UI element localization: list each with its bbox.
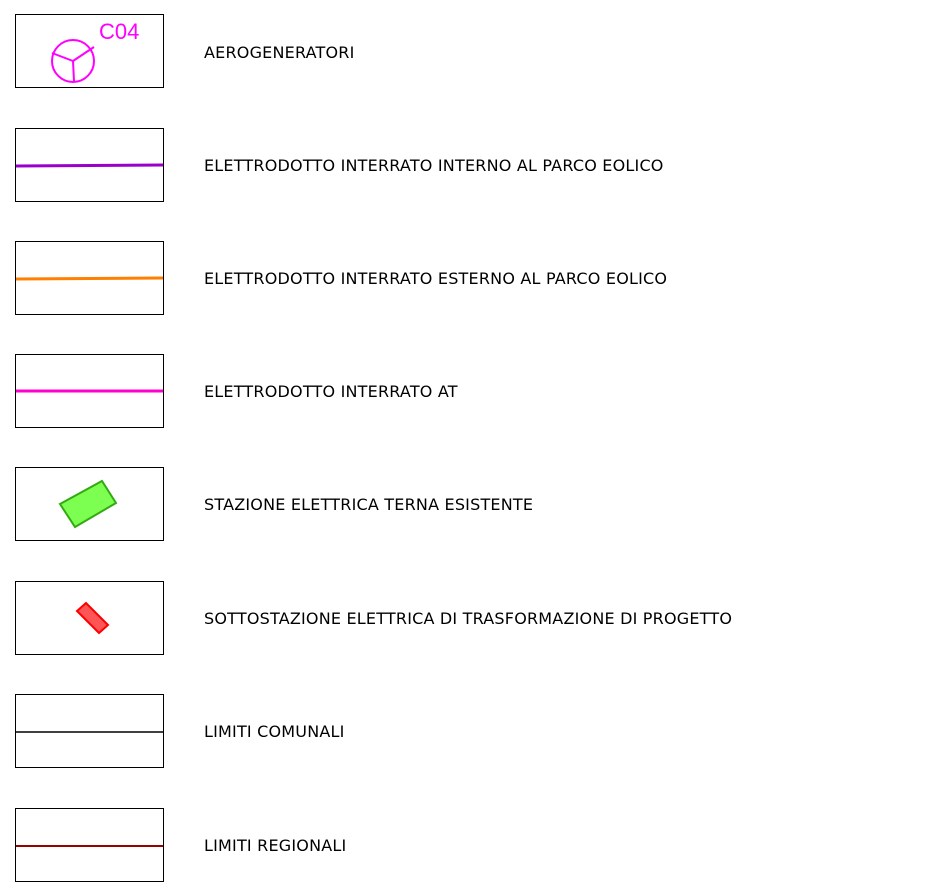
- legend-row-sottostazione: SOTTOSTAZIONE ELETTRICA DI TRASFORMAZION…: [0, 581, 935, 661]
- line-swatch-elettrodotto-interno: [16, 163, 163, 168]
- legend-label-aerogeneratori: AEROGENERATORI: [204, 43, 355, 62]
- legend-row-elettrodotto-interno: ELETTRODOTTO INTERRATO INTERNO AL PARCO …: [0, 128, 935, 208]
- legend-row-elettrodotto-at: ELETTRODOTTO INTERRATO AT: [0, 354, 935, 434]
- legend-label-stazione-terna: STAZIONE ELETTRICA TERNA ESISTENTE: [204, 495, 534, 514]
- sottostazione-shape: [75, 601, 110, 635]
- wind-turbine-icon: C04: [51, 19, 139, 83]
- legend-swatch-elettrodotto-esterno: [15, 241, 164, 315]
- legend-label-elettrodotto-esterno: ELETTRODOTTO INTERRATO ESTERNO AL PARCO …: [204, 269, 668, 288]
- legend-row-elettrodotto-esterno: ELETTRODOTTO INTERRATO ESTERNO AL PARCO …: [0, 241, 935, 321]
- legend-row-aerogeneratori: C04 AEROGENERATORI: [0, 12, 935, 92]
- legend-label-limiti-comunali: LIMITI COMUNALI: [204, 722, 345, 741]
- legend-label-limiti-regionali: LIMITI REGIONALI: [204, 836, 347, 855]
- legend-swatch-sottostazione: [15, 581, 164, 655]
- red-rectangle-swatch: [75, 601, 110, 635]
- legend-label-elettrodotto-interno: ELETTRODOTTO INTERRATO INTERNO AL PARCO …: [204, 156, 664, 175]
- turbine-code-label: C04: [99, 19, 139, 44]
- stazione-terna-shape: [58, 479, 118, 529]
- legend-swatch-limiti-regionali: [15, 808, 164, 882]
- legend-swatch-aerogeneratori: C04: [15, 14, 164, 88]
- green-rectangle-swatch: [58, 479, 118, 529]
- legend-row-limiti-comunali: LIMITI COMUNALI: [0, 694, 935, 774]
- legend-swatch-limiti-comunali: [15, 694, 164, 768]
- legend-label-elettrodotto-at: ELETTRODOTTO INTERRATO AT: [204, 382, 458, 401]
- legend-row-stazione-terna: STAZIONE ELETTRICA TERNA ESISTENTE: [0, 467, 935, 547]
- line-swatch-elettrodotto-esterno: [16, 276, 163, 281]
- legend-label-sottostazione: SOTTOSTAZIONE ELETTRICA DI TRASFORMAZION…: [204, 609, 733, 628]
- line-swatch-limiti-comunali: [16, 731, 163, 733]
- line-swatch-elettrodotto-at: [16, 389, 163, 393]
- legend-swatch-elettrodotto-interno: [15, 128, 164, 202]
- legend-swatch-elettrodotto-at: [15, 354, 164, 428]
- legend-row-limiti-regionali: LIMITI REGIONALI: [0, 808, 935, 888]
- line-elettrodotto-interno: [16, 163, 163, 168]
- line-elettrodotto-esterno: [16, 276, 163, 281]
- line-swatch-limiti-regionali: [16, 845, 163, 847]
- legend-swatch-stazione-terna: [15, 467, 164, 541]
